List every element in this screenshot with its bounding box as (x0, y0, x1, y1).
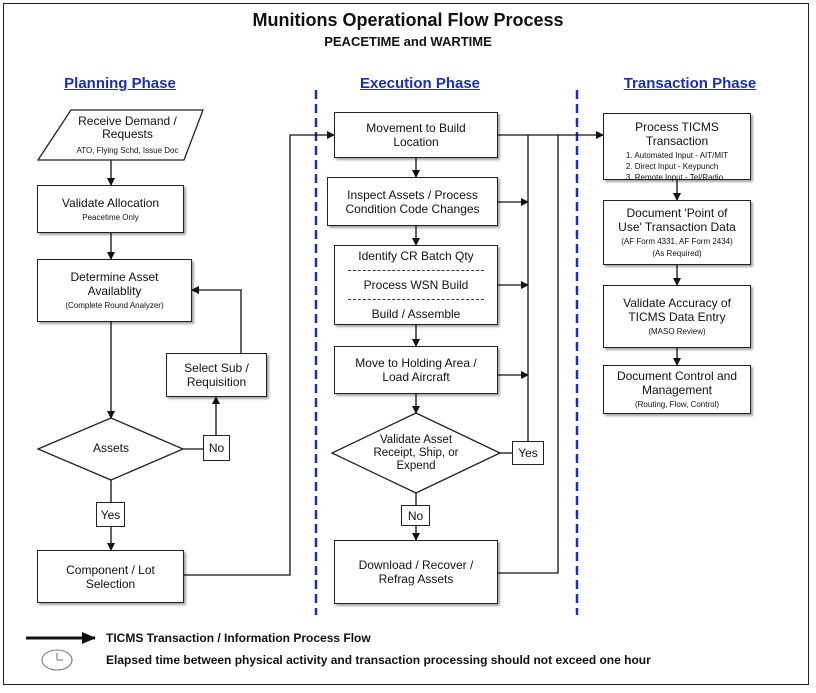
legend-clock-icon (41, 649, 73, 671)
identify-cr-label: Identify CR Batch Qty (358, 249, 474, 263)
validate-accuracy-label: Validate Accuracy of TICMS Data Entry (623, 296, 731, 324)
divider-dash (347, 270, 485, 271)
document-control-label: Document Control and Management (616, 369, 738, 397)
inspect-box: Inspect Assets / Process Condition Code … (327, 177, 498, 226)
validate-allocation-box: Validate Allocation Peacetime Only (37, 185, 184, 233)
validate-allocation-sub: Peacetime Only (82, 212, 139, 222)
process-ticms-list: 1. Automated Input - AIT/MIT 2. Direct I… (626, 150, 728, 183)
conn-download-up (498, 135, 559, 574)
divider-dash (347, 299, 485, 300)
movement-box: Movement to Build Location (334, 112, 498, 158)
legend-clock-text: Elapsed time between physical activity a… (106, 653, 651, 667)
document-control-box: Document Control and Management (Routing… (603, 365, 751, 414)
process-wsn-label: Process WSN Build (363, 278, 469, 292)
page-subtitle: PEACETIME and WARTIME (324, 34, 492, 49)
receive-demand-node: Receive Demand / Requests ATO, Flying Sc… (70, 115, 185, 157)
component-lot-box: Component / Lot Selection (37, 550, 184, 603)
conn-select-determine (191, 286, 242, 353)
build-assemble-label: Build / Assemble (371, 307, 461, 321)
document-control-sub: (Routing, Flow, Control) (634, 400, 720, 409)
process-ticms-box: Process TICMS Transaction 1. Automated I… (603, 113, 751, 183)
transaction-phase-heading: Transaction Phase (623, 75, 757, 92)
validate-no-label: No (401, 505, 430, 526)
build-process-box: Identify CR Batch Qty Process WSN Build … (334, 245, 498, 325)
assets-yes-label: Yes (96, 502, 125, 527)
validate-yes-label: Yes (512, 441, 544, 465)
document-pou-sub: (AF Form 4331, AF Form 2434) (621, 237, 733, 246)
determine-asset-sub: (Complete Round Analyzer) (65, 301, 164, 310)
assets-decision-label: Assets (92, 441, 129, 455)
receive-demand-shape (36, 109, 204, 161)
process-ticms-item: 2. Direct Input - Keypunch (625, 162, 719, 171)
move-holding-label: Move to Holding Area / Load Aircraft (355, 356, 477, 384)
document-pou-box: Document 'Point of Use' Transaction Data… (603, 200, 751, 265)
receive-demand-label: Receive Demand / Requests (78, 114, 177, 141)
process-ticms-item: 1. Automated Input - AIT/MIT (625, 151, 729, 160)
document-pou-sub-2: (As Required) (652, 249, 702, 258)
legend-arrow-text: TICMS Transaction / Information Process … (106, 631, 371, 645)
movement-label: Movement to Build Location (366, 121, 466, 149)
component-lot-label: Component / Lot Selection (66, 562, 155, 591)
inspect-label: Inspect Assets / Process Condition Code … (345, 187, 480, 216)
select-sub-label: Select Sub / Requisition (184, 361, 249, 389)
planning-phase-heading: Planning Phase (64, 75, 176, 92)
download-box: Download / Recover / Refrag Assets (334, 540, 498, 604)
validate-asset-decision-label: Validate Asset Receipt, Ship, or Expend (373, 434, 459, 472)
assets-no-label: No (203, 435, 230, 461)
download-label: Download / Recover / Refrag Assets (358, 558, 474, 586)
page-title: Munitions Operational Flow Process (252, 10, 564, 30)
validate-allocation-label: Validate Allocation (61, 195, 160, 210)
conn-component-movement (184, 131, 335, 576)
diagram-frame (3, 3, 809, 685)
receive-demand-sub: ATO, Flying Schd, Issue Doc (76, 146, 179, 155)
move-holding-box: Move to Holding Area / Load Aircraft (334, 346, 498, 394)
determine-asset-box: Determine Asset Availablity (Complete Ro… (37, 259, 192, 322)
document-pou-label: Document 'Point of Use' Transaction Data (618, 206, 736, 234)
process-ticms-item: 3. Remote Input - Tel/Radio (625, 173, 724, 182)
process-ticms-label: Process TICMS Transaction (635, 120, 719, 148)
validate-accuracy-box: Validate Accuracy of TICMS Data Entry (M… (603, 285, 751, 348)
select-sub-box: Select Sub / Requisition (166, 353, 267, 397)
execution-phase-heading: Execution Phase (359, 75, 481, 92)
validate-accuracy-sub: (MASO Review) (648, 327, 706, 336)
determine-asset-label: Determine Asset Availablity (70, 270, 159, 298)
